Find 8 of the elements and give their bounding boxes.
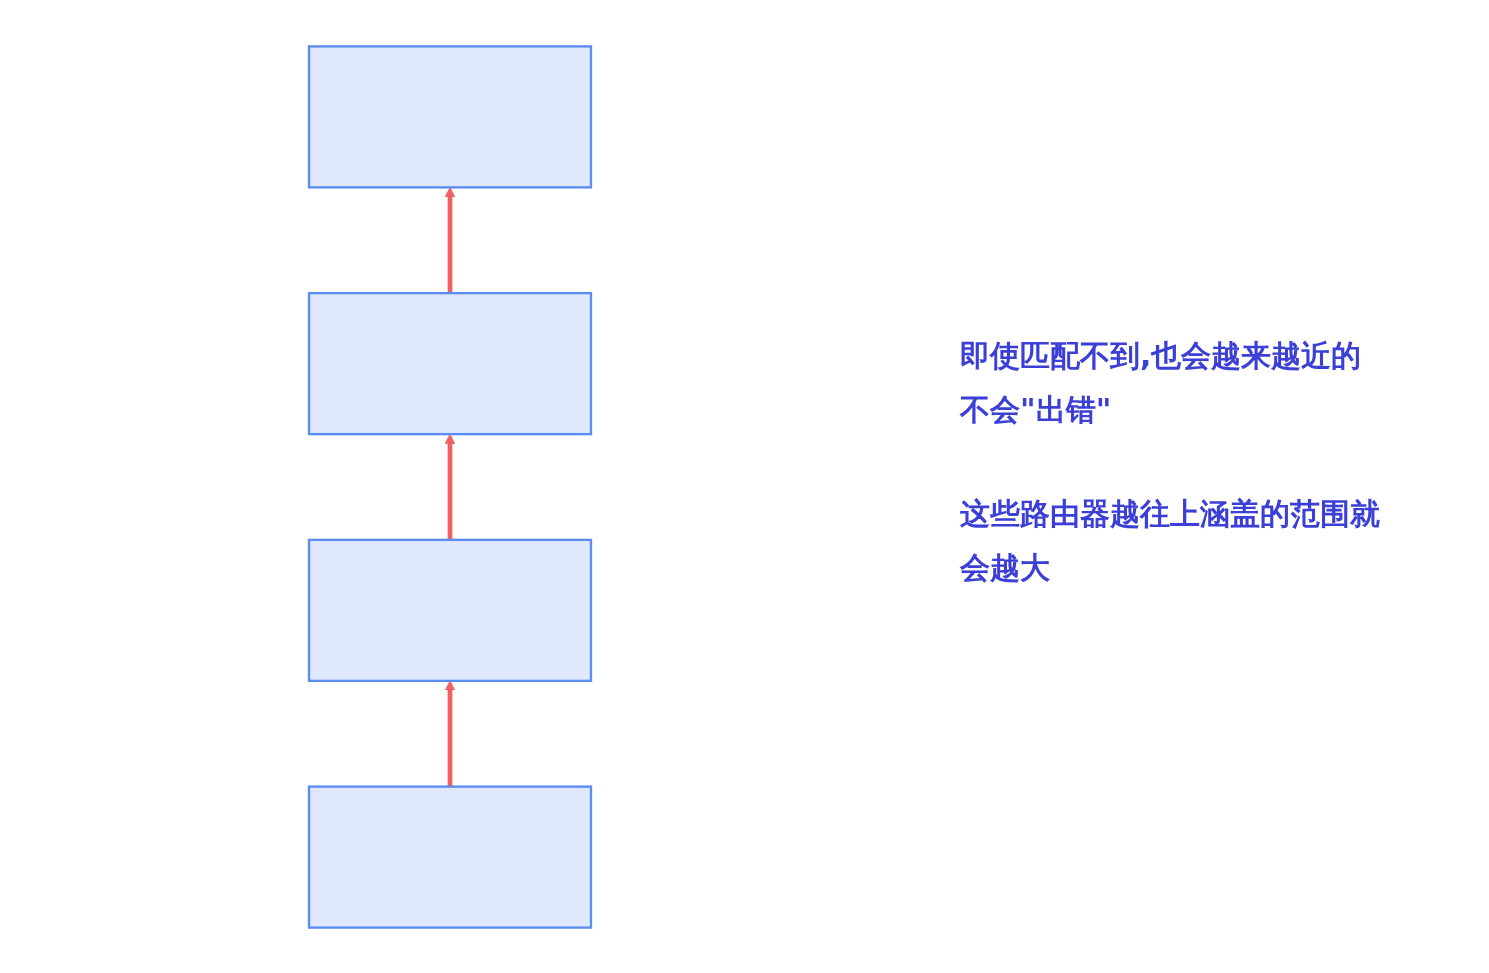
note-text: 即使匹配不到,也会越来越近的不会"出错" (960, 336, 1363, 429)
node-box (307, 44, 593, 189)
arrow (444, 186, 456, 293)
note-text: 这些路由器越往上涵盖的范围就会越大 (960, 494, 1381, 587)
node-box (307, 784, 593, 929)
node-box (307, 538, 593, 682)
node-box (307, 291, 593, 435)
arrow (444, 433, 456, 540)
